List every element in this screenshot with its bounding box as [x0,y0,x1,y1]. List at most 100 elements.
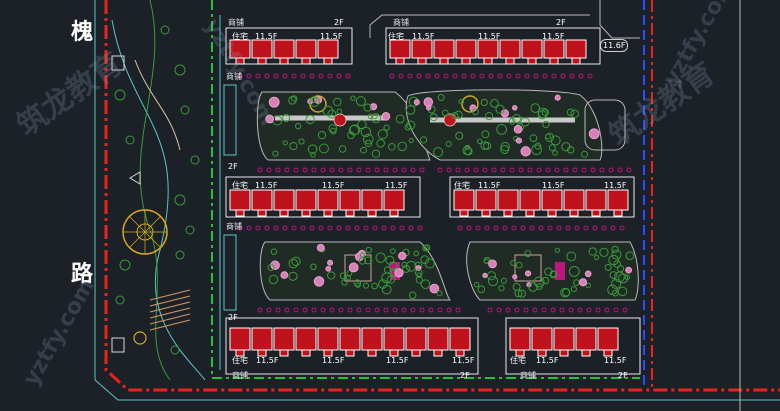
row2-west-unit-0 [229,189,251,217]
row3-west-unit-10 [449,327,471,357]
pavilion-node [133,331,147,345]
row2-west-unit-1 [251,189,273,217]
row1-east-unit-0 [389,39,411,65]
label-h-r2e-2: 11.5F [542,181,565,190]
pavilion-top [129,171,141,185]
label-2f-r3e: 2F [618,371,628,380]
row2-east-unit-0 [453,189,475,217]
label-res-r2w: 住宅 [232,181,248,190]
row2-west-unit-3 [295,189,317,217]
internal-road-ring [599,0,640,39]
row3-west-unit-5 [339,327,361,357]
label-2f-r1e: 2F [556,18,566,27]
playground-east [584,99,626,151]
bench-2 [111,337,125,353]
label-h-r2e-1: 11.5F [478,181,501,190]
row2-west-unit-4 [317,189,339,217]
row1-east-unit-4 [477,39,499,65]
row3-east-unit-4 [597,327,619,357]
bench-1 [111,55,125,71]
row1-east-unit-8 [565,39,587,65]
row2-east-unit-4 [541,189,563,217]
row3-east-unit-0 [509,327,531,357]
west-belt-curve-1 [111,19,206,381]
label-h-r3w-3: 11.5F [386,356,409,365]
west-belt-curve-3 [134,59,181,151]
label-h-r1w-1: 11.5F [255,32,278,41]
block-row3-east [505,317,641,375]
row2-west-unit-2 [273,189,295,217]
label-2f-strip-lower: 2F [228,313,238,322]
label-h-r3e-2: 11.5F [604,356,627,365]
row3-west-unit-9 [427,327,449,357]
block-row3-west [225,317,479,375]
label-2f-r1w: 2F [334,18,344,27]
label-h-r1e-3: 11.5F [542,32,565,41]
label-h-r1e-2: 11.5F [478,32,501,41]
row1-east-unit-1 [411,39,433,65]
row3-east-unit-3 [575,327,597,357]
label-shop-r1e: 商铺 [393,18,409,27]
row1-east-unit-3 [455,39,477,65]
green-site-boundary [211,0,640,379]
row2-west-unit-6 [361,189,383,217]
row3-west-unit-8 [405,327,427,357]
row1-west-unit-3 [295,39,317,65]
row3-west-unit-1 [251,327,273,357]
row3-west-unit-7 [383,327,405,357]
label-shop-strip-lower: 商铺 [226,222,242,231]
cyan-road-edge-bottom [94,379,780,401]
internal-road-top [369,14,590,38]
west-belt-curve-2 [139,0,171,381]
label-h-r2e-3: 11.5F [604,181,627,190]
row2-east-unit-5 [563,189,585,217]
residential-buildings [225,27,641,375]
row2-west-unit-5 [339,189,361,217]
label-shop-r3w: 商铺 [232,371,248,380]
row2-west-unit-7 [383,189,405,217]
shop-strip-west-lower [223,234,237,311]
label-h-r2w-1: 11.5F [255,181,278,190]
garden-trees [265,94,635,300]
magenta-hedges [237,73,632,313]
label-h-r3w-1: 11.5F [256,356,279,365]
label-2f-strip-upper: 2F [228,162,238,171]
block-row2-east [449,176,635,218]
label-h-r1w-2: 11.5F [320,32,343,41]
label-h-r3w-2: 11.5F [322,356,345,365]
label-h-r3w-4: 11.5F [452,356,475,365]
label-h-r3e-1: 11.5F [536,356,559,365]
row2-east-unit-6 [585,189,607,217]
red-boundary-left [104,0,780,392]
label-res-r3w: 住宅 [232,356,248,365]
row3-west-unit-6 [361,327,383,357]
row2-east-unit-1 [475,189,497,217]
row3-east-unit-1 [531,327,553,357]
row3-west-unit-3 [295,327,317,357]
label-shop-r1w: 商铺 [228,18,244,27]
row3-east-unit-2 [553,327,575,357]
row1-west-unit-2 [273,39,295,65]
road-name-bottom: 路 [70,262,93,287]
row1-east-unit-5 [499,39,521,65]
label-h-r2w-2: 11.5F [322,181,345,190]
row3-west-unit-4 [317,327,339,357]
label-2f-r3w: 2F [460,371,470,380]
label-shop-strip-upper: 商铺 [226,72,242,81]
row1-west-unit-1 [251,39,273,65]
label-res-r1w: 住宅 [232,32,248,41]
label-h-r2w-3: 11.5F [385,181,408,190]
row3-west-unit-0 [229,327,251,357]
row2-east-unit-7 [607,189,629,217]
row1-east-unit-2 [433,39,455,65]
road-name-top: 槐 [70,20,93,45]
row3-west-unit-2 [273,327,295,357]
shop-strip-west-upper [223,84,237,156]
row1-east-unit-7 [543,39,565,65]
badge-11-6f: 11.6F [600,39,629,52]
row1-west-unit-0 [229,39,251,65]
block-row2-west [225,176,421,218]
label-res-r1e: 住宅 [388,32,404,41]
